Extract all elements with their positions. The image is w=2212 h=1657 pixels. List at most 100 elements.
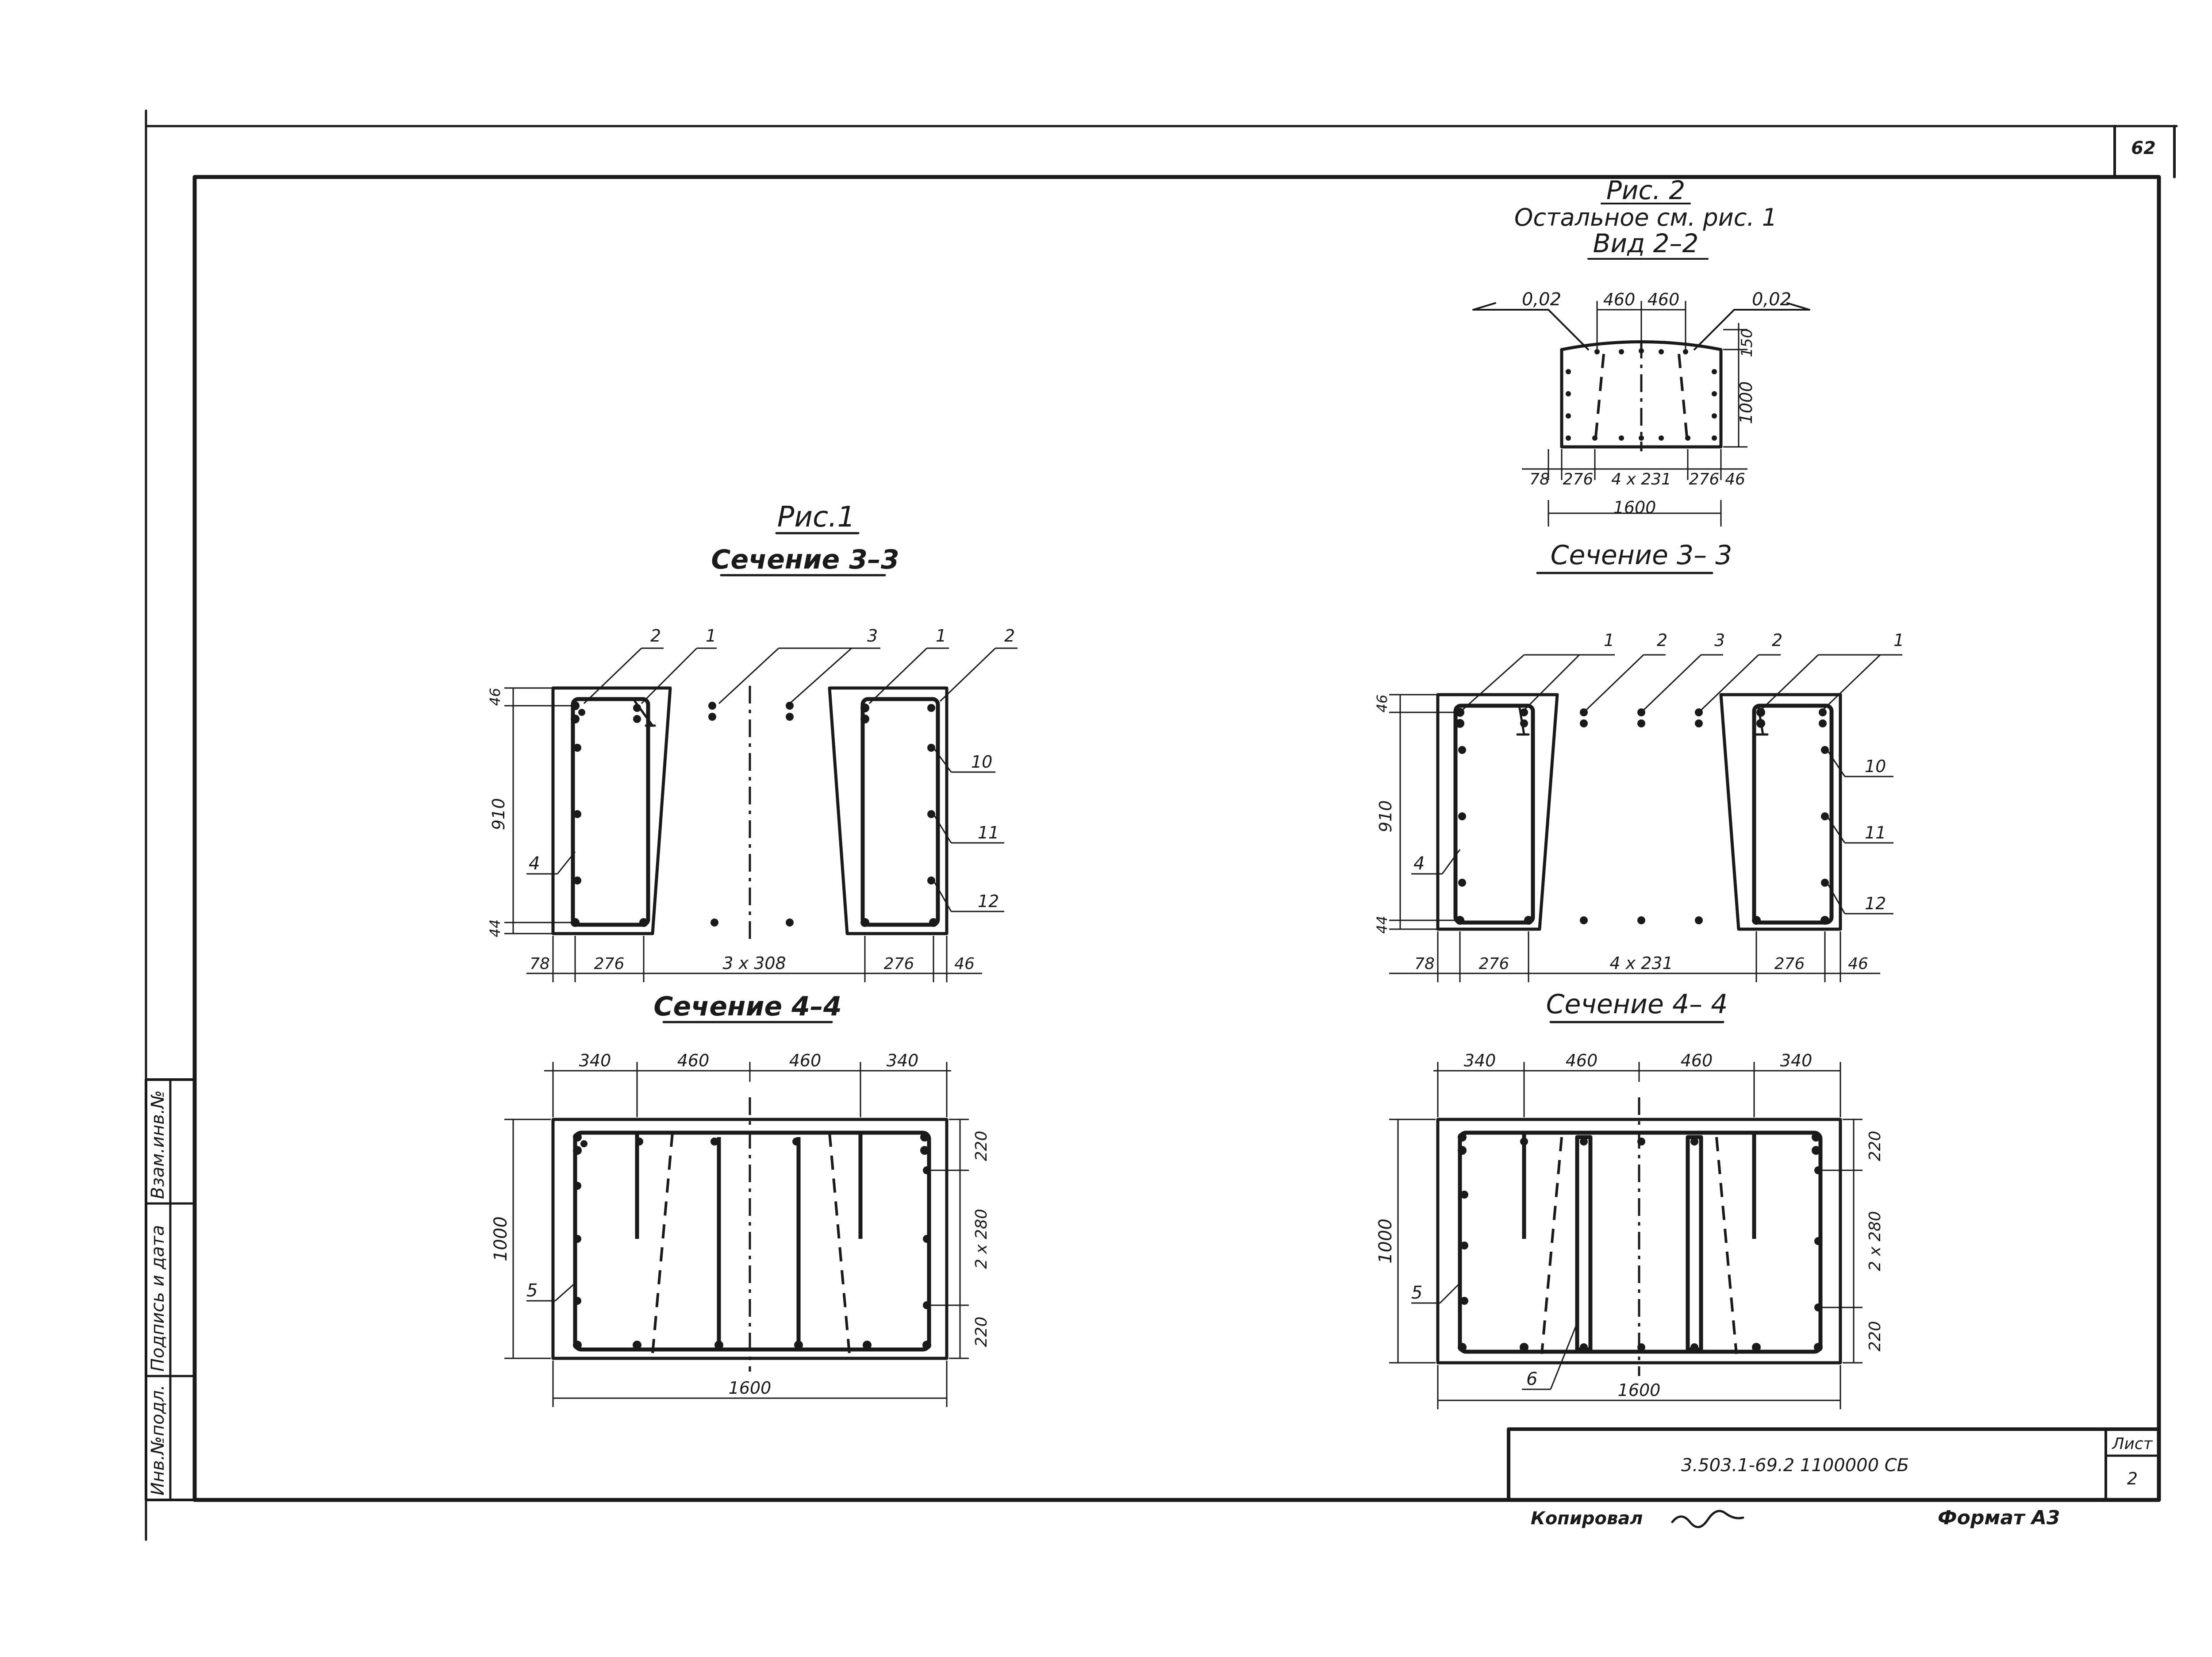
fig2-sec33-callout-1a: 1 (1604, 631, 1614, 650)
fig2-sec44-callout-6: 6 (1526, 1369, 1537, 1389)
fig1-sec44-title: Сечение 4–4 (653, 991, 841, 1022)
view-2-2-points (1566, 348, 1717, 441)
fig2-sec33-callout-12: 12 (1865, 894, 1886, 913)
fig2-sec33-dims (1389, 694, 1880, 982)
fig1-sec33-points (571, 701, 938, 927)
view-2-2-dims (1472, 301, 1810, 527)
fig1-sec33-vdim-910: 910 (489, 798, 508, 830)
fig1-sec44-total: 1600 (729, 1378, 772, 1398)
fig2-sec33-leaders (1411, 654, 1902, 915)
fig2-sec33-bdim-276a: 276 (1479, 955, 1509, 973)
fig1-sec44-rightdim-220b: 220 (972, 1317, 991, 1347)
fig1-sec33-callout-2b: 2 (1004, 626, 1015, 646)
fig1-sec33-callout-3: 3 (867, 626, 878, 646)
fig2-height-150: 150 (1738, 329, 1756, 358)
fig1-sec44-topdim-460b: 460 (789, 1051, 822, 1070)
fig2-sec44-rightdim-220b: 220 (1866, 1321, 1884, 1352)
format-label: Формат А3 (1938, 1507, 2060, 1529)
fig2-sec33-vdim-46: 46 (1374, 695, 1390, 713)
fig2-sec44-leftdim: 1000 (1375, 1219, 1396, 1264)
fig1-sec44-topdim-340b: 340 (887, 1051, 919, 1070)
fig2-bottom-dim-78: 78 (1529, 470, 1550, 488)
fig2-sec44-callout-5: 5 (1411, 1283, 1422, 1303)
fig1-sec33-callout-10: 10 (971, 752, 992, 772)
fig2-sec33-callout-2a: 2 (1657, 631, 1667, 650)
fig2-sec33-points (1455, 708, 1829, 925)
fig2-view-title: Вид 2–2 (1593, 228, 1699, 258)
fig2-sec33-callout-11: 11 (1865, 823, 1886, 842)
fig2-sec44-topdim-340b: 340 (1780, 1051, 1813, 1070)
fig1-sec33-bdim-78: 78 (530, 955, 550, 973)
fig2-bottom-dim-276b: 276 (1689, 470, 1720, 488)
fig1-sec33-leaders (526, 647, 1018, 912)
signature-scribble (1671, 1510, 1744, 1528)
fig1-sec33-callout-12: 12 (978, 892, 999, 911)
fig2-sec33-callout-10: 10 (1865, 757, 1886, 776)
drawing-code: 3.503.1-69.2 1100000 СБ (1681, 1455, 1909, 1476)
fig1-sec44-drawing (551, 1097, 949, 1372)
fig2-title: Рис. 2 (1606, 175, 1685, 205)
list-label: Лист (2111, 1435, 2153, 1453)
fig2-top-dim-1: 460 (1603, 290, 1636, 309)
copied-label: Копировал (1531, 1508, 1643, 1529)
fig1-title: Рис.1 (777, 501, 855, 534)
fig2-sec33-callout-3: 3 (1714, 631, 1725, 650)
stamp-podpis-data: Подпись и дата (148, 1225, 168, 1372)
fig1-sec33-callout-4: 4 (529, 853, 540, 874)
fig1-sec33-callout-11: 11 (978, 823, 999, 842)
view-2-2 (1560, 340, 1723, 451)
fig2-sec44-topdim-340a: 340 (1464, 1051, 1496, 1070)
fig2-sec33-callout-1b: 1 (1893, 631, 1904, 650)
fig2-sec33-bdim-46: 46 (1848, 955, 1868, 973)
fig2-height-1000: 1000 (1736, 381, 1756, 424)
fig2-note: Остальное см. рис. 1 (1514, 204, 1777, 231)
fig2-sec44-topdim-460b: 460 (1681, 1051, 1713, 1070)
fig2-sec44-total: 1600 (1618, 1380, 1661, 1400)
fig2-sec33-drawing (1436, 693, 1842, 931)
fig2-sec44-points (1458, 1133, 1823, 1352)
fig1-sec33-bdim-46: 46 (954, 955, 975, 973)
fig1-sec44-topdim-460a: 460 (677, 1051, 710, 1070)
fig1-sec44-topdim-340a: 340 (579, 1051, 611, 1070)
fig2-bottom-dim-46: 46 (1725, 470, 1745, 488)
fig2-sec33-callout-2b: 2 (1772, 631, 1782, 650)
fig2-sec33-callout-4: 4 (1413, 853, 1425, 874)
fig2-bottom-dim-276a: 276 (1563, 470, 1594, 488)
title-block (1507, 1427, 2161, 1502)
fig1-sec44-callout-5: 5 (526, 1280, 538, 1301)
fig1-sec33-drawing (551, 686, 949, 942)
fig1-sec44-rightdim-220a: 220 (972, 1131, 991, 1161)
fig2-top-dim-2: 460 (1647, 290, 1680, 309)
fig2-sec33-vdim-44: 44 (1374, 916, 1390, 934)
fig1-sec33-callout-1a: 1 (706, 626, 716, 646)
fig1-sec33-vdim-44: 44 (487, 919, 503, 938)
fig2-slope-right: 0,02 (1752, 289, 1791, 310)
fig2-sec44-rightdim-220a: 220 (1866, 1131, 1884, 1161)
fig2-slope-left: 0,02 (1522, 289, 1561, 310)
fig1-sec33-bdim-276a: 276 (594, 955, 625, 973)
fig1-sec33-vdim-46: 46 (487, 688, 503, 706)
fig2-total: 1600 (1613, 498, 1656, 517)
fig2-bottom-dim-4x231: 4 x 231 (1611, 470, 1671, 488)
fig2-sec33-vdim-910: 910 (1376, 800, 1395, 833)
fig1-sec33-dims (504, 687, 982, 982)
fig1-sec33-bdim-3x308: 3 x 308 (722, 953, 786, 973)
fig1-sec44-dims (504, 1062, 969, 1407)
fig1-sec33-callout-1b: 1 (936, 626, 946, 646)
fig1-sec44-leftdim: 1000 (491, 1216, 511, 1261)
fig2-sec33-bdim-4x231: 4 x 231 (1609, 953, 1673, 973)
stamp-vzam-inv: Взам.инв.№ (148, 1090, 168, 1199)
fig1-sec33-title: Сечение 3–3 (711, 544, 899, 575)
fig2-sec33-bdim-78: 78 (1414, 955, 1435, 973)
fig2-sec33-title: Сечение 3– 3 (1551, 540, 1732, 571)
fig2-sec33-bdim-276b: 276 (1774, 955, 1805, 973)
fig2-sec44-dims (1389, 1062, 1863, 1409)
side-stamp (145, 1078, 196, 1501)
fig1-sec44-rightdim-2x280: 2 x 280 (972, 1209, 991, 1269)
fig2-sec44-topdim-460a: 460 (1566, 1051, 1598, 1070)
fig1-sec44-points (573, 1133, 931, 1349)
sheet-number: 62 (2131, 138, 2156, 158)
list-number: 2 (2127, 1469, 2138, 1488)
fig2-sec44-rightdim-2x280: 2 x 280 (1866, 1211, 1884, 1271)
